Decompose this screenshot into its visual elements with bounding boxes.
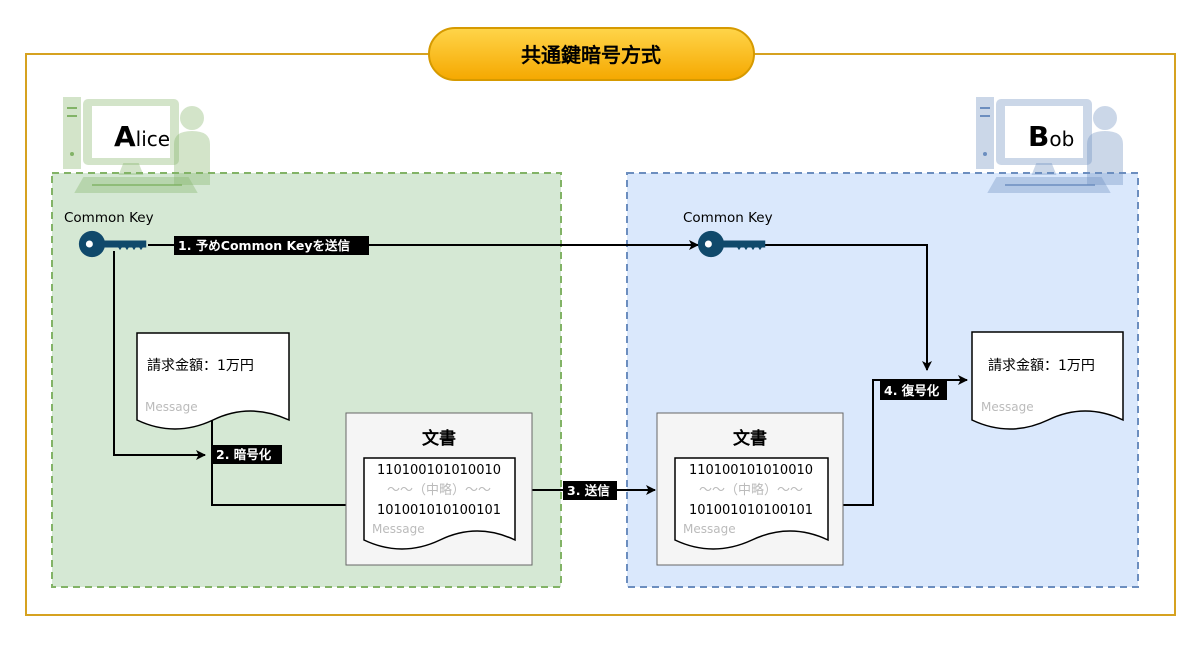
step4-label: 4. 復号化 [880, 381, 947, 400]
svg-text:請求金額：1万円: 請求金額：1万円 [147, 358, 254, 374]
alice-cipher-container: 文書 110100101010010 〜〜（中略）〜〜 101001010100… [345, 412, 533, 566]
svg-text:Message: Message [145, 400, 198, 414]
connector-key-to-doc [765, 244, 932, 371]
svg-text:3. 送信: 3. 送信 [567, 483, 610, 498]
svg-text:Message: Message [683, 522, 736, 536]
svg-text:1. 予めCommon Keyを送信: 1. 予めCommon Keyを送信 [178, 238, 351, 253]
svg-text:110100101010010: 110100101010010 [689, 463, 813, 478]
bob-cipher-container: 文書 110100101010010 〜〜（中略）〜〜 101001010100… [656, 412, 844, 566]
svg-text:4. 復号化: 4. 復号化 [884, 383, 940, 398]
connector-step4 [829, 375, 968, 506]
bob-name: Bob [1028, 120, 1074, 153]
bob-cipher-document [674, 457, 829, 550]
svg-text:101001010100101: 101001010100101 [689, 503, 813, 518]
alice-cipher-document [363, 457, 516, 550]
alice-key-label: Common Key [64, 210, 154, 226]
svg-text:2. 暗号化: 2. 暗号化 [216, 447, 272, 462]
svg-text:110100101010010: 110100101010010 [377, 463, 501, 478]
svg-text:Message: Message [981, 400, 1034, 414]
step2-label: 2. 暗号化 [212, 445, 282, 464]
step3-label: 3. 送信 [563, 481, 617, 500]
title-banner: 共通鍵暗号方式 [428, 27, 755, 81]
connector-alice-key-down [113, 251, 206, 460]
bob-key-label: Common Key [683, 210, 773, 226]
svg-text:Message: Message [372, 522, 425, 536]
svg-text:文書: 文書 [422, 428, 456, 449]
svg-text:〜〜（中略）〜〜: 〜〜（中略）〜〜 [387, 482, 491, 498]
svg-text:請求金額：1万円: 請求金額：1万円 [988, 358, 1095, 374]
alice-plain-document: 請求金額：1万円 Message [136, 332, 290, 430]
step1-label: 1. 予めCommon Keyを送信 [174, 236, 369, 255]
diagram-title: 共通鍵暗号方式 [521, 43, 661, 67]
bob-plain-document: 請求金額：1万円 Message [971, 331, 1124, 430]
svg-text:文書: 文書 [733, 428, 767, 449]
svg-text:101001010100101: 101001010100101 [377, 503, 501, 518]
svg-text:〜〜（中略）〜〜: 〜〜（中略）〜〜 [699, 482, 803, 498]
alice-name: Alice [114, 120, 170, 153]
